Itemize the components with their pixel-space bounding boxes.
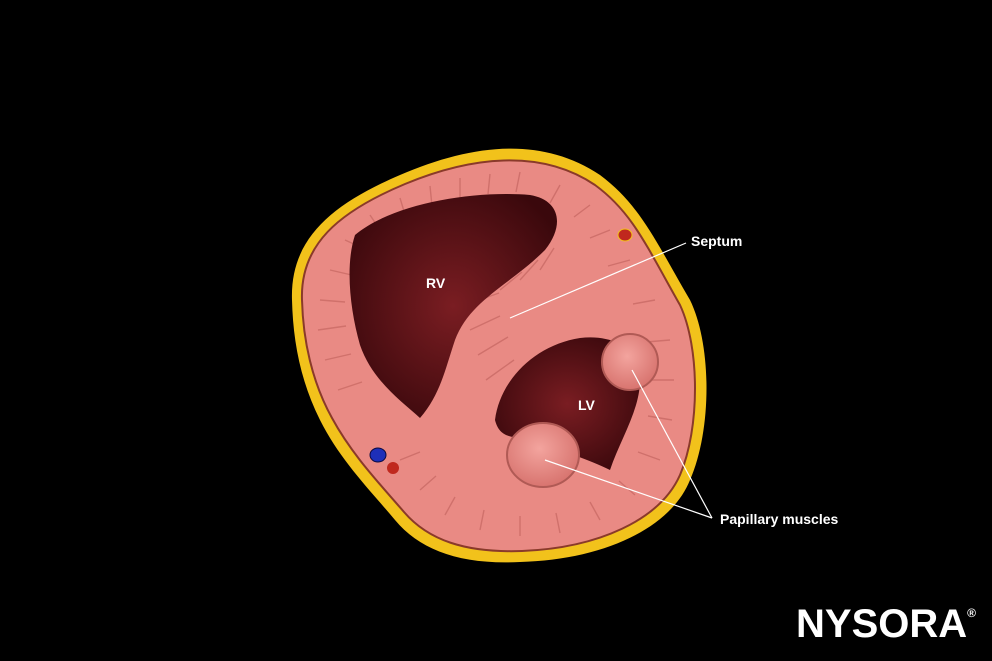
papillary-muscles-label: Papillary muscles — [720, 511, 839, 527]
septum-label: Septum — [691, 233, 742, 249]
nysora-logo: NYSORA® — [796, 602, 976, 647]
coronary-vessel-red-bottom — [387, 462, 399, 474]
leader-lines — [509, 242, 713, 519]
coronary-vessel-blue — [369, 447, 387, 463]
lv-label: LV — [578, 397, 596, 413]
papillary-muscle-anterolateral — [601, 333, 659, 391]
logo-text: NYSORA — [796, 602, 968, 646]
coronary-vessel-red-top — [617, 228, 633, 242]
papillary-muscle-posteromedial — [506, 422, 580, 488]
registered-mark: ® — [967, 606, 976, 620]
right-ventricle-cavity — [349, 194, 557, 418]
rv-label: RV — [426, 275, 446, 291]
